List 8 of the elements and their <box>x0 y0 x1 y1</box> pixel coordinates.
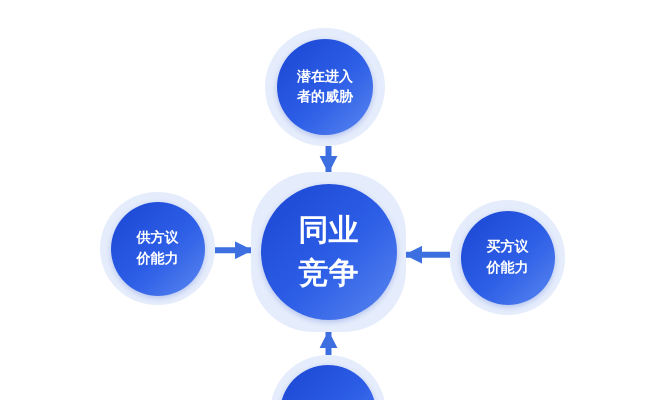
arrow <box>215 241 253 260</box>
arrow <box>320 330 338 355</box>
arrow <box>320 146 338 174</box>
node-label: 买方议价能力 <box>485 238 530 278</box>
node-label: 供方议价能力 <box>135 228 180 268</box>
arrow <box>404 246 450 264</box>
node-label: 同业竞争 <box>298 212 360 293</box>
node-label: 潜在进入者的威胁 <box>296 68 354 107</box>
